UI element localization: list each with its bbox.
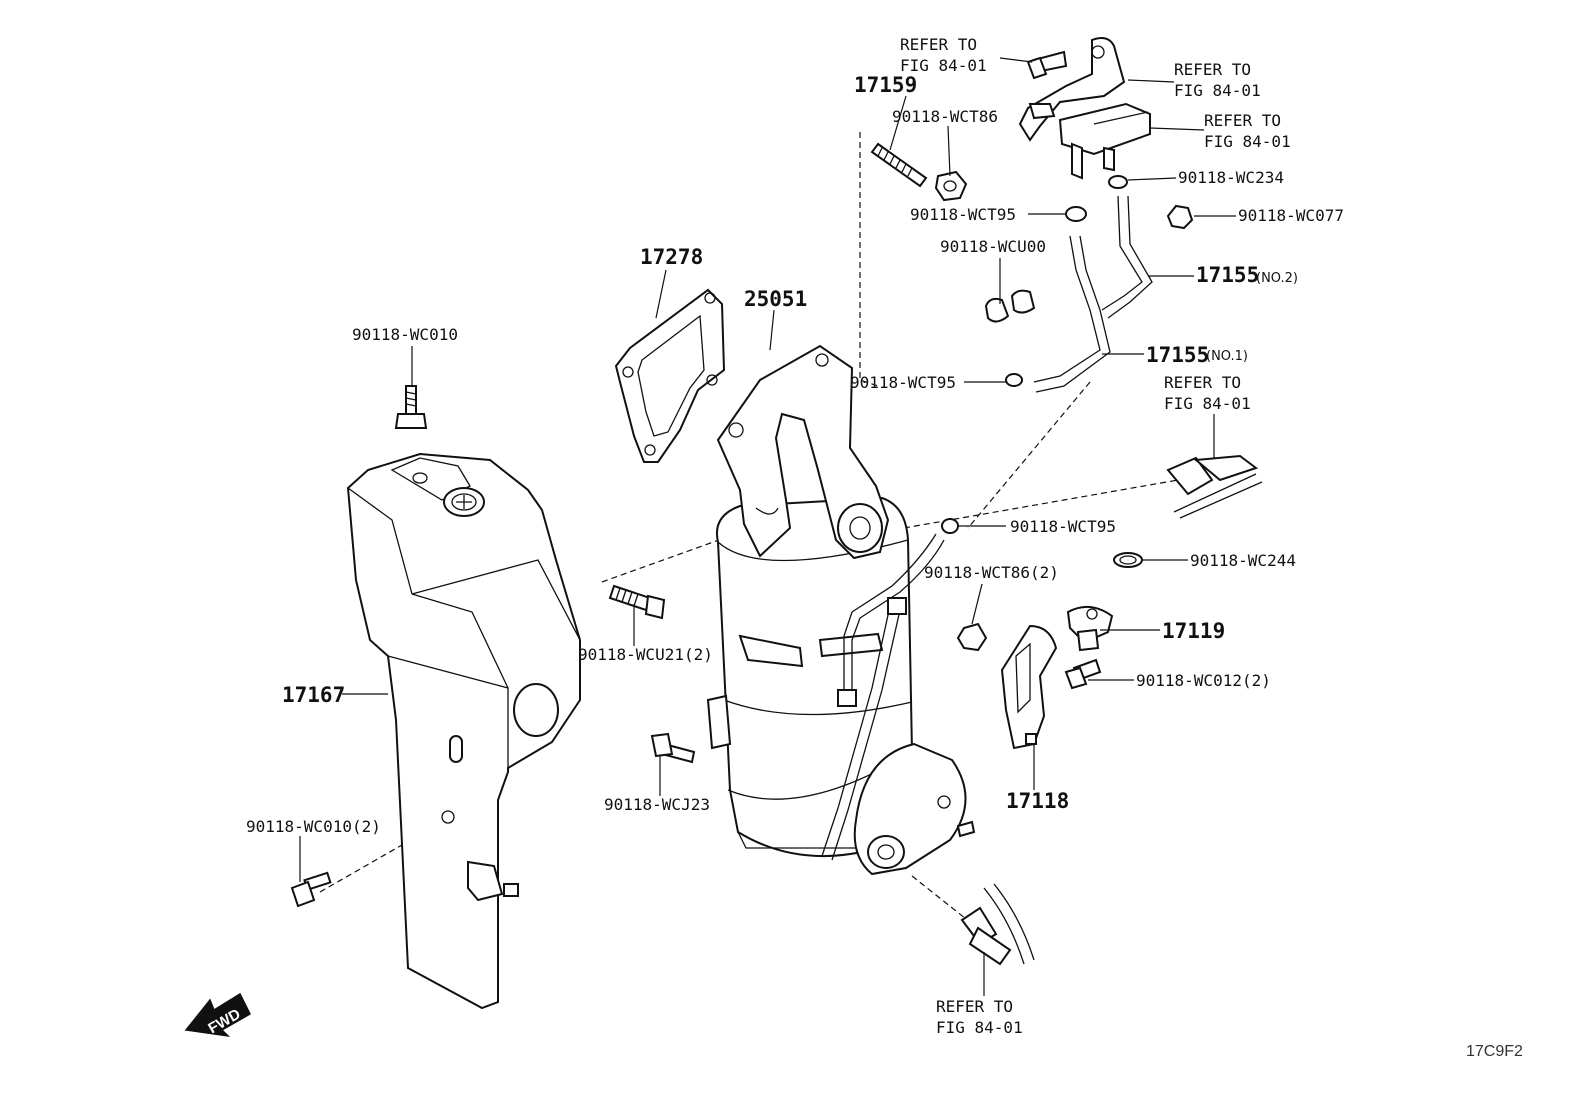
part-number-17155-no1: 17155 bbox=[1146, 343, 1209, 367]
refer-label-2b: FIG 84-01 bbox=[1174, 81, 1261, 100]
bolt-wc010-2 bbox=[290, 871, 332, 908]
leader-lines bbox=[299, 57, 1236, 996]
assembly-dashed-lines bbox=[319, 132, 1179, 931]
refer-label-1a: REFER TO bbox=[900, 35, 977, 54]
hose-17155-no2 bbox=[1101, 195, 1153, 319]
oxygen-sensor-upper bbox=[1166, 454, 1263, 519]
refer-label-2a: REFER TO bbox=[1174, 60, 1251, 79]
bracket-upper bbox=[1018, 37, 1126, 142]
fastener-wc010-2: 90118-WC010(2) bbox=[246, 817, 381, 836]
part-number-17119: 17119 bbox=[1162, 619, 1225, 643]
part-number-17278: 17278 bbox=[640, 245, 703, 269]
clamp-wct95-c bbox=[941, 518, 959, 534]
part-number-17159: 17159 bbox=[854, 73, 917, 97]
stud-17159 bbox=[870, 142, 928, 188]
fastener-wcu00: 90118-WCU00 bbox=[940, 237, 1046, 256]
refer-label-3b: FIG 84-01 bbox=[1204, 132, 1291, 151]
refer-label-5a: REFER TO bbox=[936, 997, 1013, 1016]
gasket-17278 bbox=[614, 288, 726, 463]
clamp-wct95-b bbox=[1005, 373, 1023, 387]
clamp-wc234 bbox=[1108, 175, 1128, 189]
nut-wct86-2 bbox=[956, 622, 988, 652]
clamp-wct95-a bbox=[1065, 206, 1087, 222]
bolt-wc010 bbox=[394, 385, 428, 429]
hose-17155-no1 bbox=[1033, 235, 1111, 393]
fastener-wct86: 90118-WCT86 bbox=[892, 107, 998, 126]
bolt-wc012-2 bbox=[1064, 658, 1102, 690]
nut-wc077 bbox=[1166, 204, 1194, 230]
bracket-17119 bbox=[1066, 605, 1114, 652]
part-number-17118: 17118 bbox=[1006, 789, 1069, 813]
fastener-wcu21-2: 90118-WCU21(2) bbox=[578, 645, 713, 664]
fastener-wcj23: 90118-WCJ23 bbox=[604, 795, 710, 814]
oxygen-sensor-lower bbox=[960, 883, 1035, 966]
refer-label-4b: FIG 84-01 bbox=[1164, 394, 1251, 413]
bolt-wcj23 bbox=[650, 732, 696, 764]
pipe-tube-converter bbox=[821, 533, 945, 861]
part-number-17167: 17167 bbox=[282, 683, 345, 707]
part-number-25051: 25051 bbox=[744, 287, 807, 311]
refer-label-5b: FIG 84-01 bbox=[936, 1018, 1023, 1037]
nut-wct86 bbox=[934, 170, 968, 202]
fastener-wc234: 90118-WC234 bbox=[1178, 168, 1284, 187]
part-number-17155-no2: 17155 bbox=[1196, 263, 1259, 287]
heat-insulator-17167 bbox=[346, 452, 581, 1010]
part-note-no1: (NO.1) bbox=[1206, 349, 1248, 364]
fastener-wc077: 90118-WC077 bbox=[1238, 206, 1344, 225]
fastener-wct95-b: 90118-WCT95 bbox=[850, 373, 956, 392]
fastener-wc244: 90118-WC244 bbox=[1190, 551, 1296, 570]
refer-label-3a: REFER TO bbox=[1204, 111, 1281, 130]
bolt-bracket bbox=[1026, 50, 1068, 80]
fastener-wct95-c: 90118-WCT95 bbox=[1010, 517, 1116, 536]
fastener-wct86-2: 90118-WCT86(2) bbox=[924, 563, 1059, 582]
figure-code: 17C9F2 bbox=[1466, 1043, 1523, 1060]
fastener-wc010: 90118-WC010 bbox=[352, 325, 458, 344]
part-note-no2: (NO.2) bbox=[1256, 271, 1298, 286]
fastener-wct95-a: 90118-WCT95 bbox=[910, 205, 1016, 224]
bolt-wcu21-2 bbox=[608, 584, 666, 620]
clip-wcu00 bbox=[984, 289, 1036, 323]
catalytic-converter-25051 bbox=[706, 344, 976, 876]
clamp-wc244 bbox=[1113, 552, 1143, 568]
bracket-17118 bbox=[1000, 624, 1058, 750]
refer-label-4a: REFER TO bbox=[1164, 373, 1241, 392]
fwd-arrow-icon: FWD bbox=[184, 992, 251, 1037]
pressure-sensor-upper bbox=[1058, 102, 1151, 180]
refer-label-1b: FIG 84-01 bbox=[900, 56, 987, 75]
fastener-wc012-2: 90118-WC012(2) bbox=[1136, 671, 1271, 690]
callout-labels: REFER TO FIG 84-01 REFER TO FIG 84-01 RE… bbox=[246, 35, 1523, 1060]
